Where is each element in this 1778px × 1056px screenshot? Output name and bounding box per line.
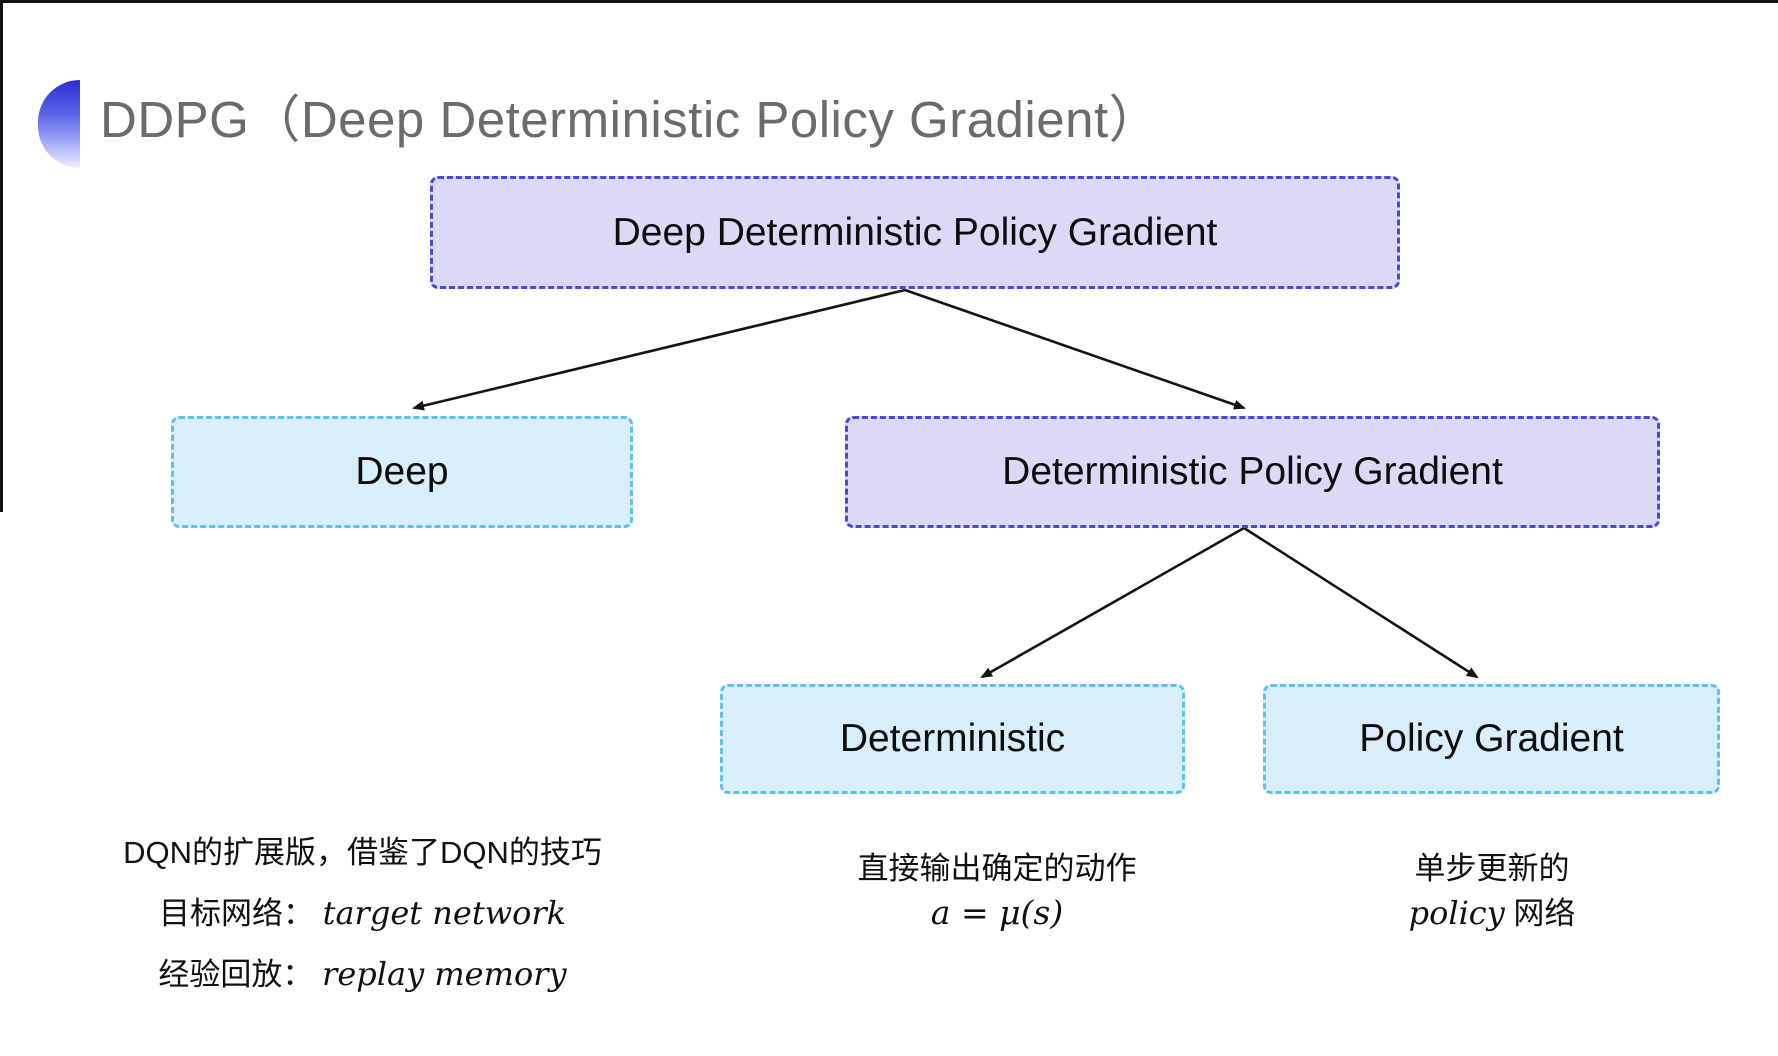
arrow-root-to-deep: [412, 288, 906, 411]
note-deep-line3-label: 经验回放：: [158, 957, 314, 992]
arrow-dpg-to-deterministic: [980, 526, 1245, 679]
frame-top-border: [0, 0, 1778, 3]
slide-bullet-icon: [38, 80, 80, 168]
node-deterministic-policy-gradient: Deterministic Policy Gradient: [845, 416, 1660, 528]
node-label: Deterministic Policy Gradient: [1002, 450, 1503, 493]
note-policy-line2: policy 网络: [1292, 891, 1692, 936]
note-deep-line1: DQN的扩展版，借鉴了DQN的技巧: [123, 835, 602, 870]
node-label: Deterministic: [839, 717, 1066, 760]
node-policy-gradient: Policy Gradient: [1263, 684, 1720, 794]
note-deep-line3: 经验回放： replay memory: [90, 944, 635, 1005]
node-deep: Deep: [171, 416, 633, 528]
note-policy-line1: 单步更新的: [1414, 851, 1570, 886]
slide-title: DDPG（Deep Deterministic Policy Gradient）: [100, 91, 1161, 148]
note-deep-line2-label: 目标网络：: [158, 896, 314, 931]
arrow-root-to-dpg: [904, 288, 1246, 410]
note-deep-line3-term: replay memory: [322, 955, 567, 993]
note-policy-line2-suffix: 网络: [1513, 896, 1576, 931]
node-label: Deep: [355, 450, 449, 493]
note-deterministic-formula: a = μ(s): [930, 893, 1064, 932]
note-deterministic: 直接输出确定的动作 a = μ(s): [747, 847, 1247, 935]
node-label: Deep Deterministic Policy Gradient: [612, 210, 1218, 254]
note-policy-gradient: 单步更新的 policy 网络: [1292, 847, 1692, 936]
node-label: Policy Gradient: [1359, 717, 1624, 760]
node-deterministic: Deterministic: [720, 684, 1185, 794]
note-deep: DQN的扩展版，借鉴了DQN的技巧 目标网络： target network 经…: [90, 822, 635, 1005]
arrow-dpg-to-policy-gradient: [1243, 526, 1479, 679]
note-policy-line2-term: policy: [1408, 894, 1505, 932]
note-deep-line2: 目标网络： target network: [90, 883, 635, 944]
note-deep-line2-term: target network: [322, 894, 567, 932]
note-deterministic-line1: 直接输出确定的动作: [857, 851, 1137, 886]
node-deep-deterministic-policy-gradient: Deep Deterministic Policy Gradient: [430, 176, 1400, 289]
frame-left-border: [0, 0, 3, 512]
